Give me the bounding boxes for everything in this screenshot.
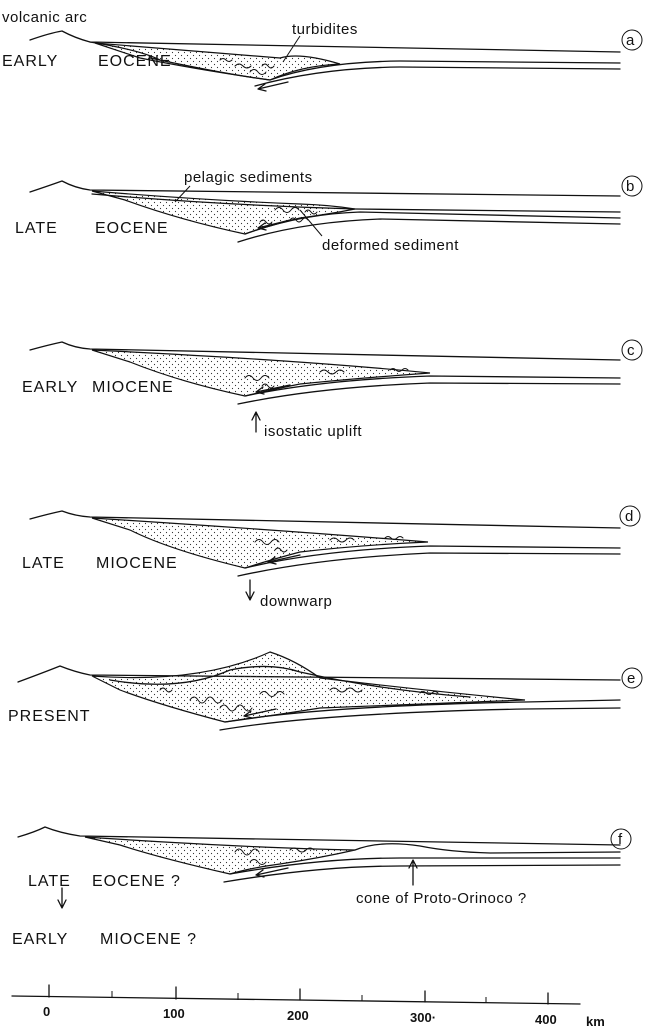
panel-b: pelagic sediments deformed sediment LATE…: [15, 169, 642, 254]
downwarp-arrow: [246, 580, 254, 600]
age-arrow: [58, 888, 66, 908]
scale-tick-label-200: 200: [287, 1008, 309, 1023]
pelagic-sediments-label: pelagic sediments: [184, 169, 313, 186]
proto-orinoco-cone: [355, 844, 620, 853]
stage-label-a-1: EARLY: [2, 53, 58, 70]
deformed-sediment-label: deformed sediment: [322, 237, 459, 254]
scale-tick-label-100: 100: [163, 1006, 185, 1021]
panel-letter-b: b: [626, 178, 635, 195]
volcanic-arc-label: volcanic arc: [2, 9, 87, 26]
stage-label-b-2: EOCENE: [95, 220, 169, 237]
plate-bottom-f: [224, 865, 620, 882]
wedge-f: [85, 837, 355, 874]
panel-letter-d: d: [625, 508, 634, 525]
isostatic-uplift-label: isostatic uplift: [264, 423, 362, 440]
panel-letter-e: e: [627, 670, 636, 687]
panel-letter-c: c: [627, 342, 635, 359]
scale-tick-label-400: 400: [535, 1012, 557, 1027]
scale-baseline: [12, 996, 580, 1004]
stage-label-c-1: EARLY: [22, 379, 78, 396]
panel-a: volcanic arc turbidites EARLY EOCENE a: [2, 9, 642, 91]
stage-label-f-2: EOCENE ?: [92, 873, 181, 890]
stage-label-a-2: EOCENE: [98, 53, 172, 70]
scale-tick-label-300: 300·: [410, 1010, 436, 1025]
scale-tick-label-0: 0: [43, 1004, 50, 1019]
stage-label-f-1: LATE: [28, 873, 71, 890]
panel-d: downwarp LATE MIOCENE d: [22, 506, 640, 610]
uplift-arrow: [252, 412, 260, 432]
scale-unit-label: km: [586, 1014, 605, 1029]
panel-letter-f: f: [618, 831, 623, 848]
stage-label-d-1: LATE: [22, 555, 65, 572]
stage-label-e: PRESENT: [8, 708, 91, 725]
stage-label-f-4: MIOCENE ?: [100, 931, 197, 948]
proto-orinoco-label: cone of Proto-Orinoco ?: [356, 890, 527, 907]
panel-f: LATE EOCENE ? EARLY MIOCENE ? cone of Pr…: [12, 827, 631, 948]
stage-label-b-1: LATE: [15, 220, 58, 237]
scale-bar: 0 100 200 300· 400 km: [12, 985, 605, 1029]
panel-letter-a: a: [626, 32, 635, 49]
turbidites-label: turbidites: [292, 21, 358, 38]
downwarp-label: downwarp: [260, 593, 332, 610]
stage-label-f-3: EARLY: [12, 931, 68, 948]
cone-arrow: [409, 860, 417, 885]
panel-c: isostatic uplift EARLY MIOCENE c: [22, 340, 642, 440]
stage-label-d-2: MIOCENE: [96, 555, 178, 572]
plate-bottom-c: [238, 383, 620, 404]
stage-label-c-2: MIOCENE: [92, 379, 174, 396]
panel-e: PRESENT e: [8, 652, 642, 730]
